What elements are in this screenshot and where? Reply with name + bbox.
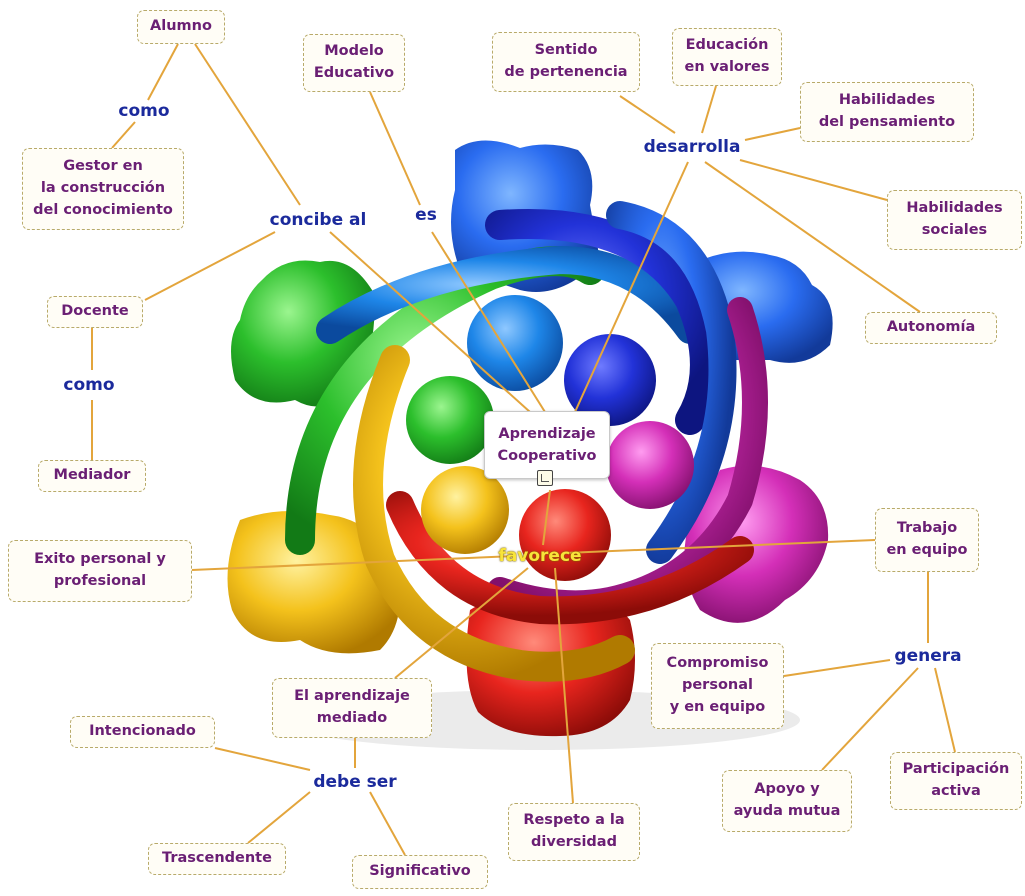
node-educacion-valores[interactable]: Educación en valores [672,28,782,86]
link-word-es: es [415,205,437,225]
node-sentido-pertenencia[interactable]: Sentido de pertenencia [492,32,640,92]
node-participacion[interactable]: Participación activa [890,752,1022,810]
node-habilidades-pensamiento[interactable]: Habilidades del pensamiento [800,82,974,142]
node-aprendizaje-mediado[interactable]: El aprendizaje mediado [272,678,432,738]
node-exito-personal[interactable]: Exito personal y profesional [8,540,192,602]
node-alumno[interactable]: Alumno [137,10,225,44]
node-trabajo-equipo[interactable]: Trabajo en equipo [875,508,979,572]
node-trascendente[interactable]: Trascendente [148,843,286,875]
link-word-como-alumno: como [118,101,169,121]
node-intencionado[interactable]: Intencionado [70,716,215,748]
node-significativo[interactable]: Significativo [352,855,488,889]
link-word-debe-ser: debe ser [313,772,396,792]
note-icon[interactable] [537,470,553,486]
link-word-genera: genera [894,646,961,666]
node-respeto[interactable]: Respeto a la diversidad [508,803,640,861]
link-word-como-docente: como [63,375,114,395]
node-autonomia[interactable]: Autonomía [865,312,997,344]
node-docente[interactable]: Docente [47,296,143,328]
node-mediador[interactable]: Mediador [38,460,146,492]
node-habilidades-sociales[interactable]: Habilidades sociales [887,190,1022,250]
link-word-concibe-al: concibe al [270,210,367,230]
node-compromiso[interactable]: Compromiso personal y en equipo [651,643,784,729]
node-apoyo[interactable]: Apoyo y ayuda mutua [722,770,852,832]
node-modelo-educativo[interactable]: Modelo Educativo [303,34,405,92]
central-topic[interactable]: Aprendizaje Cooperativo [484,411,610,479]
node-gestor[interactable]: Gestor en la construcción del conocimien… [22,148,184,230]
link-word-desarrolla: desarrolla [644,137,741,157]
link-word-favorece: favorece [498,546,581,566]
